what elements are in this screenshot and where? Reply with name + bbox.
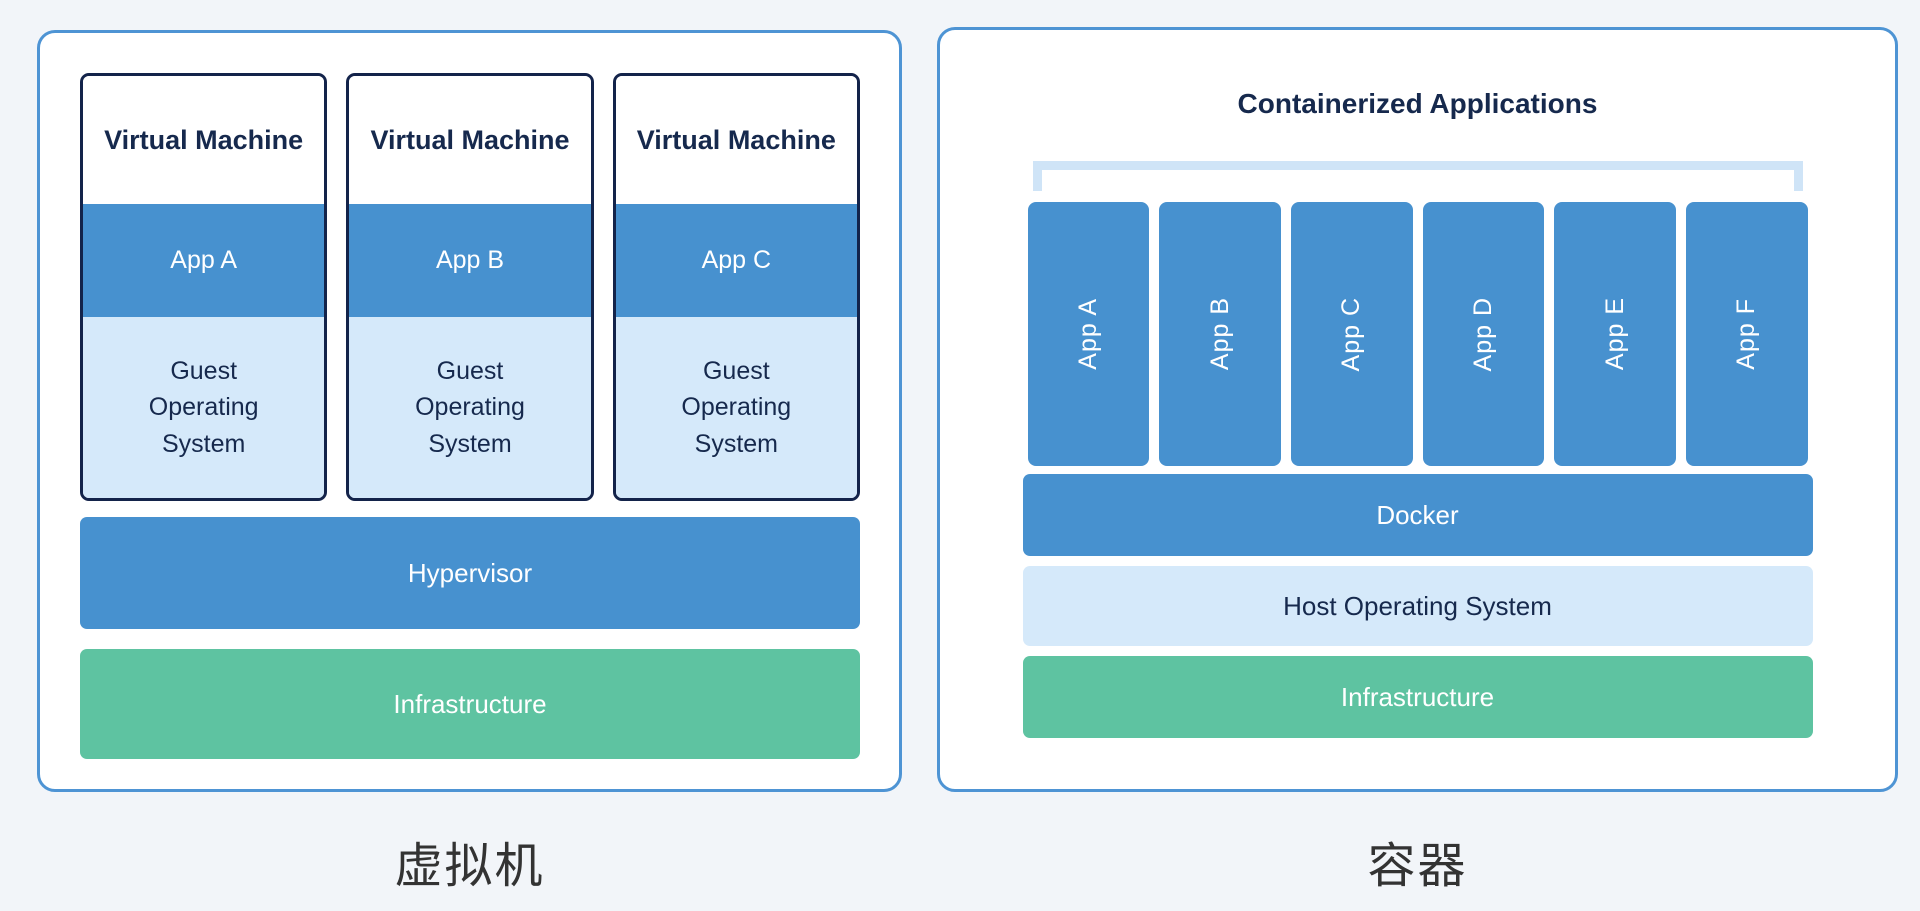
left-caption-virtual-machine: 虚拟机	[394, 840, 545, 893]
vm-title: Virtual Machine	[349, 76, 591, 204]
vm-app-block: App B	[349, 204, 591, 317]
infrastructure-layer: Infrastructure	[80, 649, 860, 759]
guest-os-block: Guest Operating System	[615, 317, 857, 498]
grouping-bracket	[1032, 161, 1803, 191]
vm-card-c: Virtual Machine App C Guest Operating Sy…	[612, 73, 860, 501]
container-app-label: App A	[1073, 298, 1102, 370]
guest-os-block: Guest Operating System	[349, 317, 591, 498]
container-apps-row: App A App B App C App D App E App F	[1027, 202, 1808, 466]
container-app-d: App D	[1422, 202, 1545, 466]
virtual-machines-panel: Virtual Machine App A Guest Operating Sy…	[37, 30, 902, 792]
container-app-a: App A	[1027, 202, 1150, 466]
container-app-c: App C	[1290, 202, 1413, 466]
container-app-label: App E	[1600, 297, 1629, 371]
containers-panel: Containerized Applications App A App B A…	[937, 27, 1898, 792]
infrastructure-layer: Infrastructure	[1022, 656, 1813, 738]
container-app-e: App E	[1554, 202, 1676, 466]
vm-card-a: Virtual Machine App A Guest Operating Sy…	[80, 73, 328, 501]
guest-os-block: Guest Operating System	[83, 317, 325, 498]
vm-card-b: Virtual Machine App B Guest Operating Sy…	[346, 73, 594, 501]
vm-app-block: App A	[83, 204, 325, 317]
host-os-layer: Host Operating System	[1022, 566, 1813, 646]
container-app-f: App F	[1685, 202, 1808, 466]
docker-layer: Docker	[1022, 474, 1813, 556]
vm-title: Virtual Machine	[615, 76, 857, 204]
vm-card-row: Virtual Machine App A Guest Operating Sy…	[80, 73, 860, 501]
vm-title: Virtual Machine	[83, 76, 325, 204]
container-app-label: App C	[1337, 296, 1366, 372]
container-app-label: App D	[1468, 296, 1497, 372]
vm-app-block: App C	[615, 204, 857, 317]
containerized-applications-title: Containerized Applications	[1237, 88, 1598, 119]
container-app-b: App B	[1159, 202, 1281, 466]
right-caption-container: 容器	[1367, 840, 1468, 893]
hypervisor-layer: Hypervisor	[80, 517, 860, 629]
container-app-label: App F	[1732, 298, 1761, 370]
container-app-label: App B	[1205, 297, 1234, 371]
